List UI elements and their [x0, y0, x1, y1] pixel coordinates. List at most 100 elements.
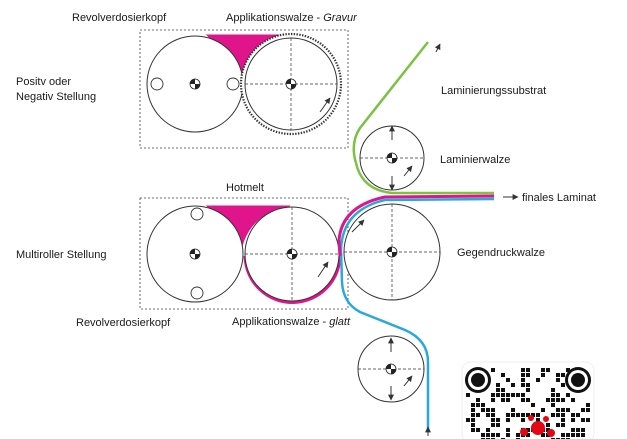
- qr-module: [556, 408, 560, 412]
- qr-module: [566, 408, 570, 412]
- substrate-web: [339, 197, 495, 432]
- qr-module: [471, 418, 475, 422]
- qr-module: [521, 393, 525, 397]
- qr-module: [546, 428, 550, 432]
- qr-module: [481, 433, 485, 437]
- qr-module: [476, 413, 480, 417]
- label-bottom-dosing-head: Revolverdosierkopf: [76, 317, 171, 329]
- qr-module: [471, 428, 475, 432]
- qr-module: [561, 373, 565, 377]
- qr-code-icon: [461, 361, 595, 439]
- qr-module: [516, 433, 520, 437]
- qr-module: [521, 383, 525, 387]
- qr-module: [501, 393, 505, 397]
- top-dosing-small-roll-left: [150, 77, 164, 91]
- qr-module: [556, 423, 560, 427]
- bottom-applicator-rotation-arrow: [317, 261, 329, 278]
- qr-module: [551, 393, 555, 397]
- label-position-line1: Positv oder: [16, 76, 71, 88]
- qr-logo-dot: [531, 421, 545, 435]
- qr-module: [541, 368, 545, 372]
- top-gravure-rotation-arrow: [319, 97, 331, 113]
- qr-logo-dot: [543, 416, 549, 422]
- qr-module: [496, 393, 500, 397]
- qr-module: [526, 368, 530, 372]
- roll-center-mark: [189, 78, 201, 90]
- qr-module: [491, 368, 495, 372]
- qr-module: [551, 403, 555, 407]
- roll-center-mark: [386, 152, 398, 164]
- label-top-applicator: Applikationswalze - Gravur: [226, 12, 358, 24]
- qr-module: [576, 413, 580, 417]
- qr-module: [506, 413, 510, 417]
- qr-module: [496, 418, 500, 422]
- qr-module: [496, 388, 500, 392]
- roll-center-mark: [386, 246, 398, 258]
- qr-module: [496, 433, 500, 437]
- guide-roll-rotation-arrow: [403, 375, 413, 387]
- qr-module: [571, 428, 575, 432]
- qr-module: [561, 398, 565, 402]
- qr-module: [526, 413, 530, 417]
- qr-module: [466, 393, 470, 397]
- qr-logo-dot: [528, 415, 534, 421]
- qr-logo-dot: [520, 428, 528, 436]
- qr-module: [571, 433, 575, 437]
- lamination-roll-rotation-arrow: [403, 165, 413, 177]
- label-final-laminate: finales Laminat: [522, 192, 596, 204]
- qr-module: [511, 408, 515, 412]
- qr-module: [471, 408, 475, 412]
- qr-module: [531, 413, 535, 417]
- qr-logo-dot: [547, 429, 555, 437]
- roll-center-mark: [385, 363, 397, 375]
- qr-module: [536, 378, 540, 382]
- qr-module: [506, 393, 510, 397]
- label-lamination-substrate: Laminierungssubstrat: [441, 85, 546, 97]
- adhesive-transfer-film: [337, 194, 495, 257]
- qr-module: [556, 413, 560, 417]
- qr-module: [576, 433, 580, 437]
- qr-module: [526, 398, 530, 402]
- qr-module: [561, 408, 565, 412]
- qr-finder-pattern: [465, 367, 491, 393]
- qr-module: [566, 433, 570, 437]
- qr-module: [496, 423, 500, 427]
- label-bottom-applicator: Applikationswalze - glatt: [232, 316, 351, 328]
- qr-finder-pattern: [565, 367, 591, 393]
- qr-module: [556, 373, 560, 377]
- qr-module: [531, 403, 535, 407]
- qr-module: [546, 368, 550, 372]
- qr-module: [506, 418, 510, 422]
- qr-module: [501, 388, 505, 392]
- qr-module: [541, 373, 545, 377]
- qr-module: [546, 398, 550, 402]
- qr-module: [581, 408, 585, 412]
- qr-module: [546, 423, 550, 427]
- qr-module: [501, 398, 505, 402]
- label-top-dosing-head: Revolverdosierkopf: [72, 12, 167, 24]
- label-hotmelt: Hotmelt: [226, 182, 264, 194]
- qr-module: [471, 403, 475, 407]
- qr-module: [491, 423, 495, 427]
- qr-module: [501, 373, 505, 377]
- qr-module: [526, 433, 530, 437]
- qr-module: [581, 428, 585, 432]
- qr-module: [521, 368, 525, 372]
- qr-module: [521, 418, 525, 422]
- qr-module: [491, 413, 495, 417]
- qr-module: [526, 388, 530, 392]
- qr-module: [571, 418, 575, 422]
- qr-module: [506, 398, 510, 402]
- qr-module: [521, 378, 525, 382]
- qr-module: [511, 383, 515, 387]
- qr-module: [536, 413, 540, 417]
- qr-module: [561, 413, 565, 417]
- qr-module: [511, 393, 515, 397]
- qr-module: [566, 368, 570, 372]
- qr-module: [526, 373, 530, 377]
- roll-center-mark: [285, 78, 297, 90]
- qr-module: [486, 433, 490, 437]
- qr-module: [551, 398, 555, 402]
- qr-module: [471, 413, 475, 417]
- bottom-dosing-small-roll-bottom: [190, 286, 204, 300]
